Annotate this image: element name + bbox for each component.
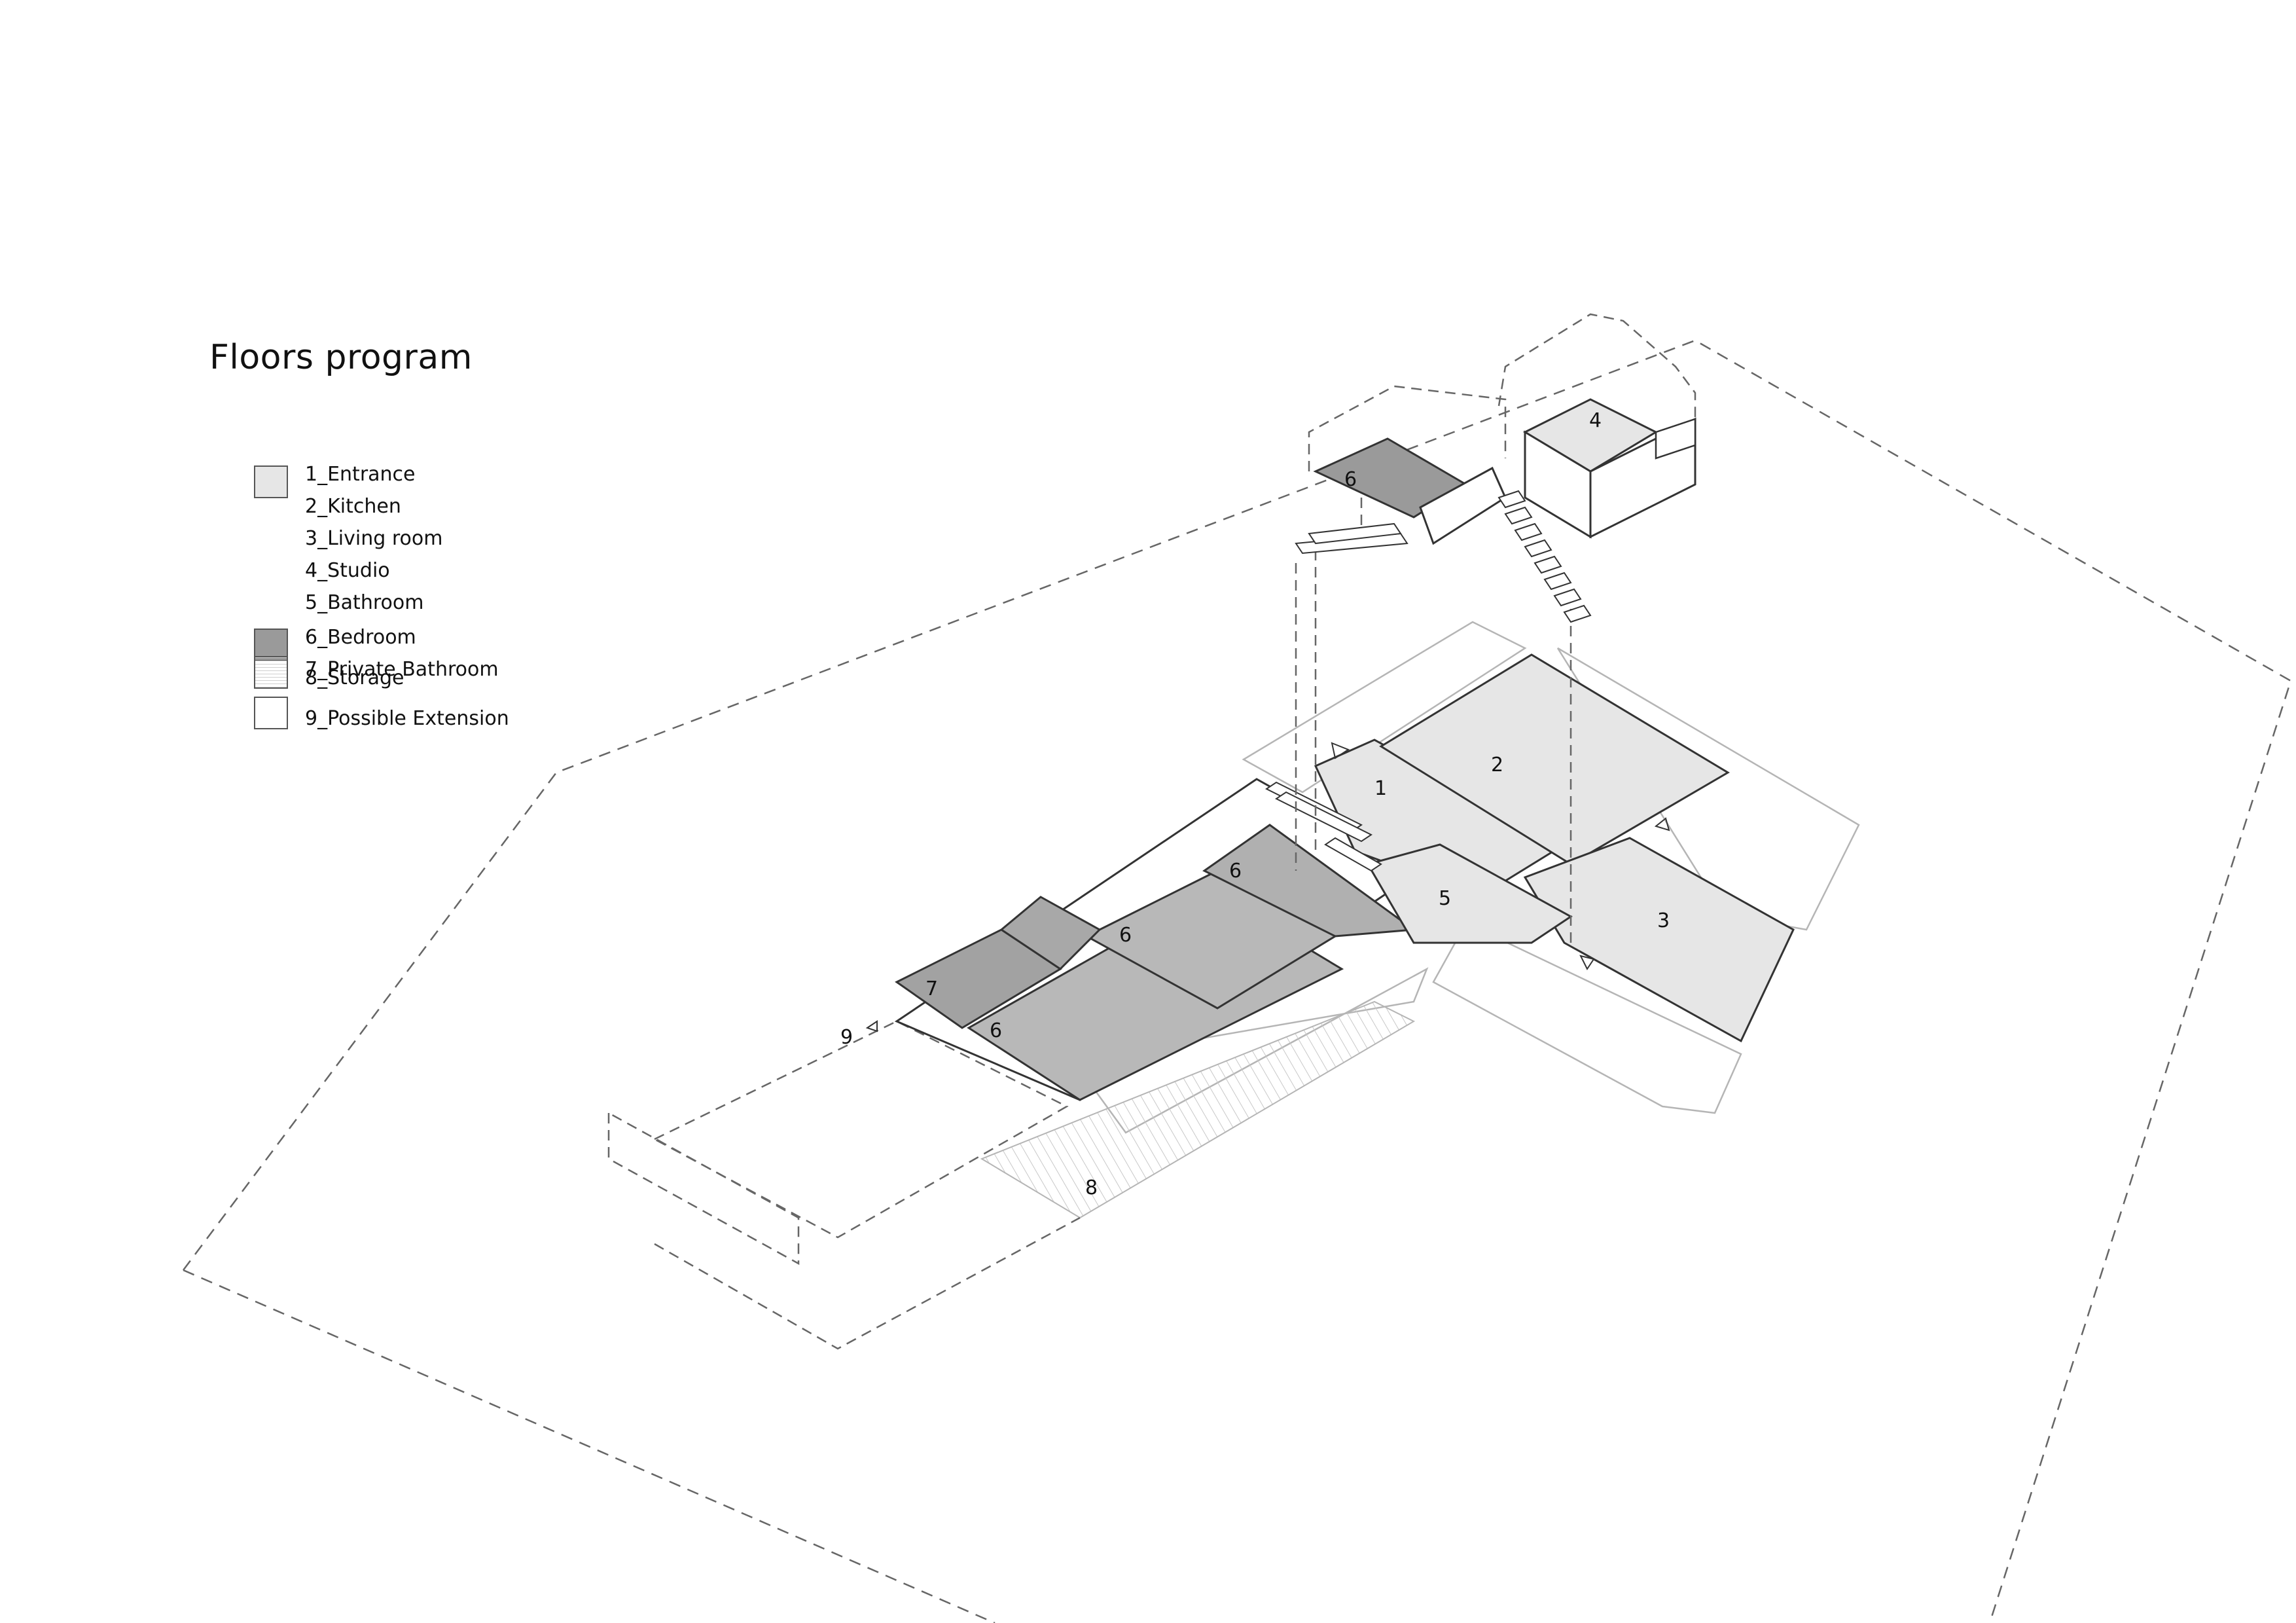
extension-base (654, 1216, 1081, 1350)
faint-footprint-front (1432, 922, 1742, 1114)
room-label-kitchen: 2 (1491, 754, 1503, 776)
room-label-entrance: 1 (1374, 777, 1387, 800)
site-boundary (183, 339, 2292, 1623)
legend-item-possible-extension: 9_Possible Extension (305, 707, 509, 730)
room-label-bedroom-upper: 6 (1344, 468, 1357, 491)
legend: 1_Entrance 2_Kitchen 3_Living room 4_Stu… (254, 458, 509, 743)
room-label-bedroom-a: 6 (990, 1019, 1002, 1042)
room-label-studio: 4 (1589, 409, 1602, 432)
legend-items: 6_Bedroom 7_Private Bathroom (305, 621, 509, 685)
room-label-bedroom-b: 6 (1119, 924, 1132, 947)
room-label-storage: 8 (1085, 1176, 1098, 1199)
legend-group-private-rooms: 6_Bedroom 7_Private Bathroom (254, 621, 509, 681)
legend-group-common-rooms: 1_Entrance 2_Kitchen 3_Living room 4_Stu… (254, 458, 509, 614)
room-living-room (1523, 837, 1795, 1043)
legend-item-bedroom: 6_Bedroom (305, 626, 416, 649)
legend-items: 8_Storage (305, 662, 509, 694)
room-possible-extension (653, 1020, 1069, 1239)
room-kitchen (1379, 653, 1730, 866)
upper-envelope-right (1498, 313, 1696, 445)
entry-arrows (865, 742, 1670, 1032)
site-boundary-front (183, 1269, 996, 1623)
legend-item-private-bathroom: 7_Private Bathroom (305, 658, 499, 681)
upper-envelope-left (1308, 385, 1507, 471)
legend-group-extension: 9_Possible Extension (254, 697, 509, 743)
room-label-possible-extension: 9 (840, 1026, 853, 1049)
legend-swatch-hatched (254, 656, 288, 689)
legend-item-entrance: 1_Entrance (305, 463, 416, 486)
faint-footprint-entrance (1242, 621, 1527, 793)
legend-swatch-light (254, 465, 288, 498)
studio-wall-back (1655, 418, 1696, 460)
legend-item-storage: 8_Storage (305, 666, 404, 689)
room-label-bathroom: 5 (1439, 887, 1451, 910)
extension-wall (607, 1112, 800, 1266)
room-storage (980, 1000, 1416, 1219)
legend-swatch-white (254, 697, 288, 729)
room-label-private-bathroom: 7 (925, 977, 938, 1000)
legend-group-storage: 8_Storage (254, 656, 509, 702)
room-label-bedroom-c: 6 (1229, 860, 1242, 883)
legend-item-bathroom: 5_Bathroom (305, 591, 424, 614)
upper-stairs-right (1498, 490, 1592, 623)
room-entrance (1314, 739, 1566, 898)
room-label-living-room: 3 (1657, 909, 1670, 932)
ground-stairs (1265, 781, 1382, 872)
legend-item-studio: 4_Studio (305, 559, 390, 582)
legend-item-living-room: 3_Living room (305, 527, 443, 550)
legend-items: 9_Possible Extension (305, 702, 509, 735)
legend-item-kitchen: 2_Kitchen (305, 495, 401, 518)
room-private-bathroom-wall (999, 896, 1102, 970)
upper-stairs-left (1295, 522, 1408, 555)
page-title: Floors program (209, 338, 473, 377)
room-bathroom (1366, 843, 1573, 944)
legend-items: 1_Entrance 2_Kitchen 3_Living room 4_Stu… (305, 458, 509, 619)
